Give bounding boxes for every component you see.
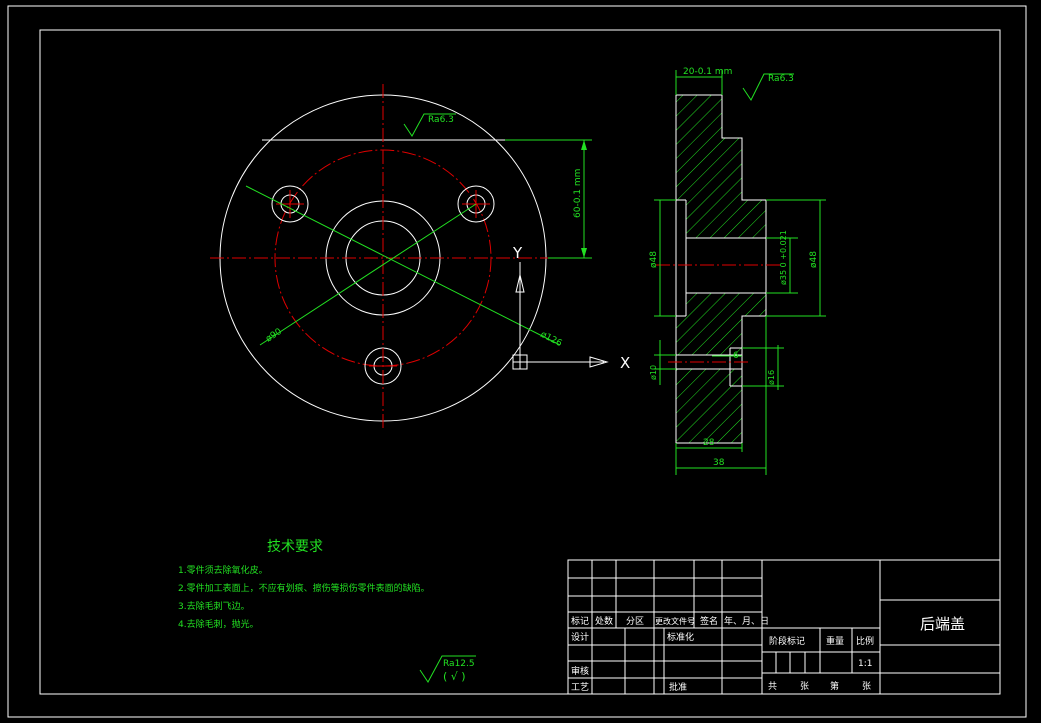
title-block: 标记 处数 分区 更改文件号 签名 年、月、日 设计 标准化 审核 工艺 批准 …: [567, 559, 1001, 695]
tb-ratio: 比例: [856, 635, 874, 647]
roughness-symbol: Ra6.3: [742, 73, 794, 101]
ucs-icon: Y X: [512, 244, 630, 372]
tb-process: 工艺: [571, 682, 589, 693]
svg-text:Ra6.3: Ra6.3: [768, 74, 794, 84]
svg-text:( √ ): ( √ ): [443, 670, 466, 683]
tb-sheets-word: 张: [800, 681, 809, 692]
front-view: 60-0.1 mm ø90 ø126 Ra6.3: [210, 84, 592, 428]
tb-approve: 批准: [669, 681, 687, 693]
tb-scale: 1:1: [858, 659, 872, 669]
svg-text:Ra12.5: Ra12.5: [443, 659, 475, 669]
outer-border: [7, 5, 1027, 718]
ucs-x-label: X: [620, 354, 630, 372]
tb-label: 签名: [700, 615, 718, 627]
tb-label: 标记: [571, 615, 589, 627]
tb-sheet-word: 张: [862, 681, 871, 692]
dim-bore: ø35 0 +0.021: [779, 230, 788, 285]
dim-hole-left: ø10: [649, 365, 658, 380]
dim-outer: ø126: [539, 330, 564, 349]
tb-weight: 重量: [826, 635, 844, 647]
dim-right-dia: ø48: [809, 251, 819, 268]
tb-sheets-total: 共: [768, 681, 777, 692]
dim-28: 28: [703, 438, 715, 448]
inner-border: [39, 29, 1001, 695]
svg-text:Ra6.3: Ra6.3: [428, 115, 454, 125]
dim-left-dia: ø48: [649, 251, 659, 268]
dim-38: 38: [713, 458, 725, 468]
tb-label: 更改文件号: [655, 616, 695, 626]
roughness-symbol: Ra6.3: [403, 113, 456, 137]
tb-label: 处数: [595, 615, 613, 627]
tech-item: 4.去除毛刺，抛光。: [178, 618, 259, 630]
tech-item: 2.零件加工表面上，不应有划痕、擦伤等损伤零件表面的缺陷。: [178, 582, 430, 594]
dim-hole-right: ø16: [767, 370, 776, 385]
tb-review: 审核: [571, 665, 589, 677]
section-view: 20-0.1 mm Ra6.3 ø48 ø35 0 +0.021 ø48 ø10…: [649, 67, 826, 475]
tb-standardization: 标准化: [667, 631, 694, 643]
dim-pcd: ø90: [264, 327, 284, 345]
tb-design: 设计: [571, 631, 589, 643]
general-roughness: Ra12.5 ( √ ): [419, 655, 476, 683]
tech-requirements-title: 技术要求: [267, 539, 323, 555]
tb-stage-mark: 阶段标记: [769, 635, 805, 647]
part-name: 后端盖: [920, 615, 965, 633]
tb-label: 分区: [626, 616, 644, 627]
tb-sheet-no: 第: [830, 680, 839, 692]
tech-requirements: 技术要求 1.零件须去除氧化皮。 2.零件加工表面上，不应有划痕、擦伤等损伤零件…: [178, 539, 430, 630]
tech-item: 3.去除毛刺飞边。: [178, 600, 250, 612]
ucs-y-label: Y: [512, 244, 523, 262]
tb-label: 年、月、日: [724, 615, 769, 627]
dim-top-20: 20-0.1 mm: [683, 67, 732, 77]
dim-vertical-60: 60-0.1 mm: [573, 169, 583, 218]
dim-hole-depth: 6: [733, 351, 739, 361]
tech-item: 1.零件须去除氧化皮。: [178, 564, 268, 576]
